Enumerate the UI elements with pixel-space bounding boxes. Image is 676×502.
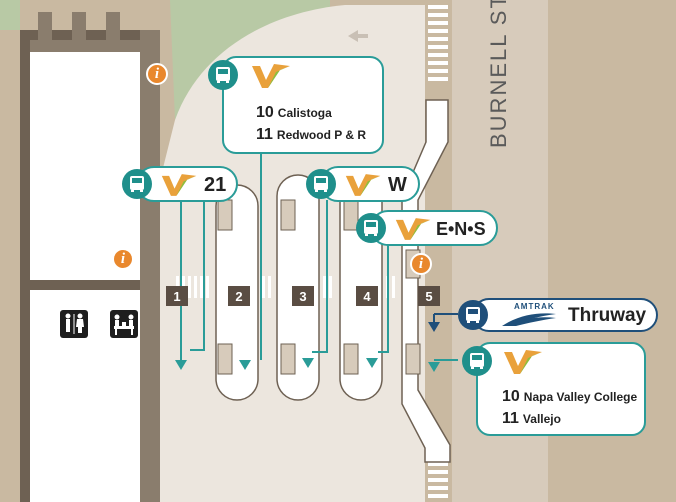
bay-number-2: 2 <box>228 286 250 306</box>
bus-icon <box>458 300 488 330</box>
info-icon[interactable]: i <box>410 253 432 275</box>
route-ens-label: E•N•S <box>436 219 486 239</box>
crosswalk-bottom <box>428 462 448 498</box>
amtrak-brand-text: AMTRAK <box>514 302 555 311</box>
vine-logo-icon <box>395 218 431 240</box>
amtrak-thruway-label: Thruway <box>568 305 647 326</box>
vine-logo-icon <box>345 174 381 196</box>
callout-route-ens[interactable]: E•N•S <box>356 210 498 246</box>
bay-number-5: 5 <box>418 286 440 306</box>
callout-route-21[interactable]: 21 <box>122 166 238 202</box>
grass-area <box>170 0 330 120</box>
direction-arrow-icon <box>348 30 368 42</box>
callout-route-w[interactable]: W <box>306 166 420 202</box>
waiting-area-icon <box>110 310 138 338</box>
bus-icon <box>306 169 336 199</box>
info-icon[interactable]: i <box>112 248 134 270</box>
crosswalk-top <box>428 5 448 81</box>
bay-number-4: 4 <box>356 286 378 306</box>
arrow-icon <box>302 358 314 368</box>
vine-logo-icon <box>161 174 197 196</box>
arrow-icon <box>366 358 378 368</box>
arrow-icon <box>239 360 251 370</box>
callout-amtrak-thruway[interactable]: AMTRAK Thruway <box>458 298 658 332</box>
info-icon[interactable]: i <box>146 63 168 85</box>
building-interior-north <box>30 50 140 280</box>
restroom-icon <box>60 310 88 338</box>
amtrak-arrow-icon <box>428 322 440 332</box>
bus-icon <box>356 213 386 243</box>
bus-icon <box>122 169 152 199</box>
bay-number-1: 1 <box>166 286 188 306</box>
vine-logo-icon <box>252 64 290 88</box>
arrow-icon <box>428 362 440 372</box>
bay-number-3: 3 <box>292 286 314 306</box>
street-name: BURNELL ST <box>486 0 511 148</box>
bus-icon <box>208 60 238 90</box>
building-wall <box>140 30 160 502</box>
arrow-icon <box>175 360 187 370</box>
route-w-label: W <box>388 174 407 196</box>
amtrak-logo-icon <box>502 313 556 326</box>
vine-logo-icon <box>504 350 542 374</box>
bus-icon <box>462 346 492 376</box>
route-arrows <box>175 358 440 372</box>
route-21-label: 21 <box>204 174 227 196</box>
route-connector-lines <box>180 150 458 361</box>
